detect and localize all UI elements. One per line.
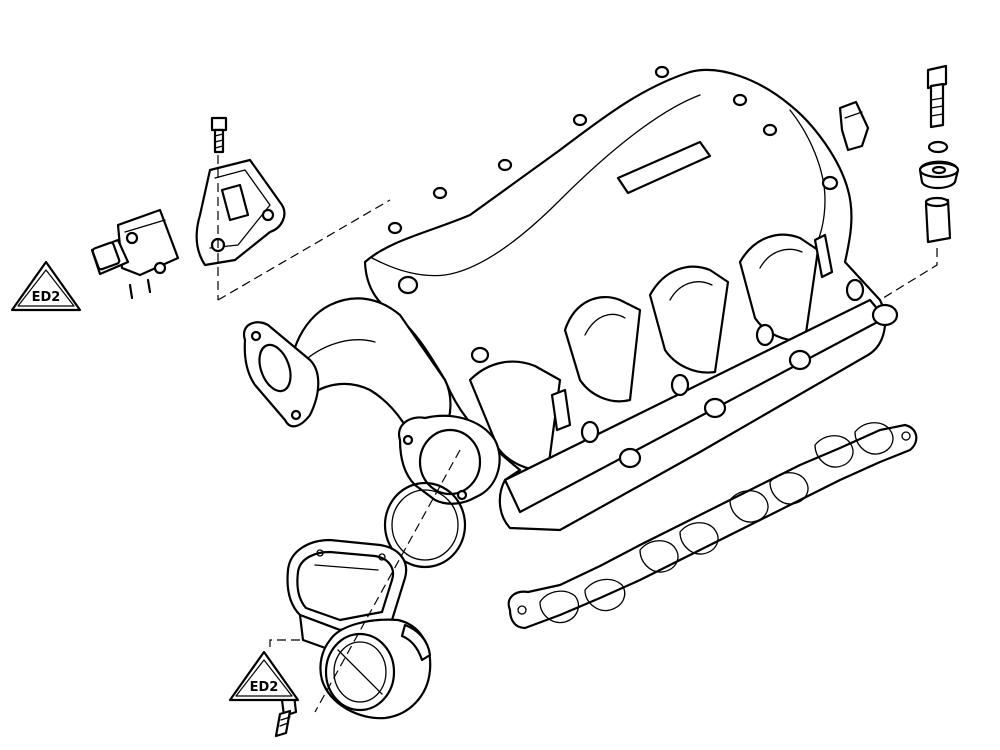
throttle-body (286, 538, 432, 720)
warning-symbol-label: ED2 (250, 680, 279, 695)
rubber-grommet (918, 160, 960, 190)
throttle-screw (274, 693, 298, 738)
throttle-mount-flange (397, 414, 501, 505)
o-ring-gasket (383, 481, 467, 569)
warning-symbol-bottom: ED2 (228, 650, 300, 702)
sensor-bracket (195, 158, 286, 267)
sensor-module (90, 208, 180, 300)
intake-manifold (363, 65, 899, 532)
inlet-pipe-elbow (242, 297, 452, 457)
warning-symbol-top: ED2 (10, 260, 82, 312)
washer (927, 140, 949, 154)
leader-lines (217, 155, 938, 713)
manifold-gasket (507, 422, 918, 630)
bracket-bolt (210, 116, 228, 154)
retaining-clip (838, 100, 870, 152)
long-bolt (926, 64, 948, 129)
warning-symbol-label: ED2 (32, 290, 61, 305)
spacer-sleeve (924, 196, 952, 244)
